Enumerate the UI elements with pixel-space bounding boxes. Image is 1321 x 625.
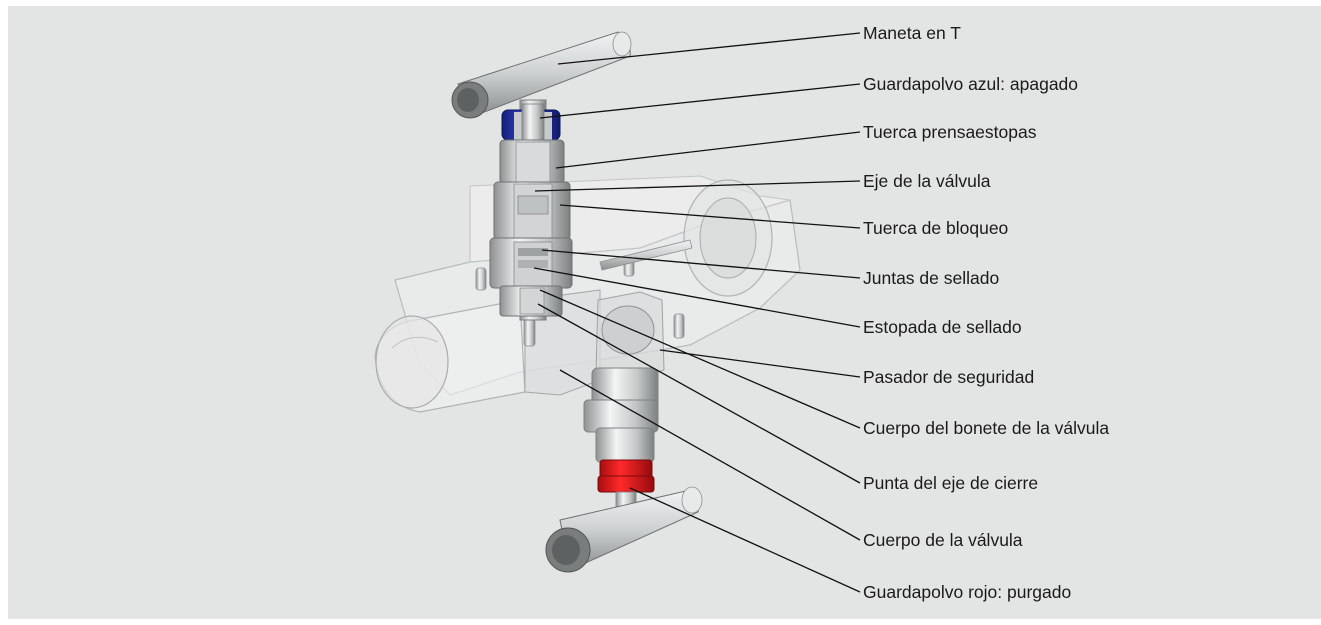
leader-line xyxy=(557,32,861,65)
label-safety-pin: Pasador de seguridad xyxy=(863,367,1035,387)
label-stem-tip: Punta del eje de cierre xyxy=(863,473,1039,493)
leader-line xyxy=(534,180,861,192)
label-red-dust-cap: Guardapolvo rojo: purgado xyxy=(863,582,1072,602)
lower-bonnet xyxy=(583,291,665,519)
label-valve-stem: Eje de la válvula xyxy=(863,171,991,191)
label-packing-nut: Tuerca prensaestopas xyxy=(863,122,1037,142)
leader-lines xyxy=(533,32,861,593)
leader-line xyxy=(537,303,861,484)
label-bonnet-body: Cuerpo del bonete de la válvula xyxy=(863,418,1110,438)
label-blue-dust-cap: Guardapolvo azul: apagado xyxy=(863,74,1079,94)
leader-line xyxy=(559,204,861,229)
leader-line xyxy=(533,267,861,328)
leader-line xyxy=(539,83,861,119)
label-lock-nut: Tuerca de bloqueo xyxy=(863,218,1009,238)
lower-t-handle xyxy=(545,486,703,573)
label-t-handle: Maneta en T xyxy=(863,23,961,43)
upper-t-handle xyxy=(451,31,632,119)
leader-line xyxy=(541,249,861,279)
label-seal-gaskets: Juntas de sellado xyxy=(863,268,1000,288)
leader-line xyxy=(555,131,861,169)
leader-line xyxy=(659,349,861,378)
upper-bonnet xyxy=(489,99,573,321)
leader-line xyxy=(629,487,861,593)
leader-line xyxy=(559,369,861,541)
label-seal-packing: Estopada de sellado xyxy=(863,317,1022,337)
label-valve-body: Cuerpo de la válvula xyxy=(863,530,1023,550)
leader-line xyxy=(539,289,861,429)
valve-body xyxy=(374,175,801,413)
